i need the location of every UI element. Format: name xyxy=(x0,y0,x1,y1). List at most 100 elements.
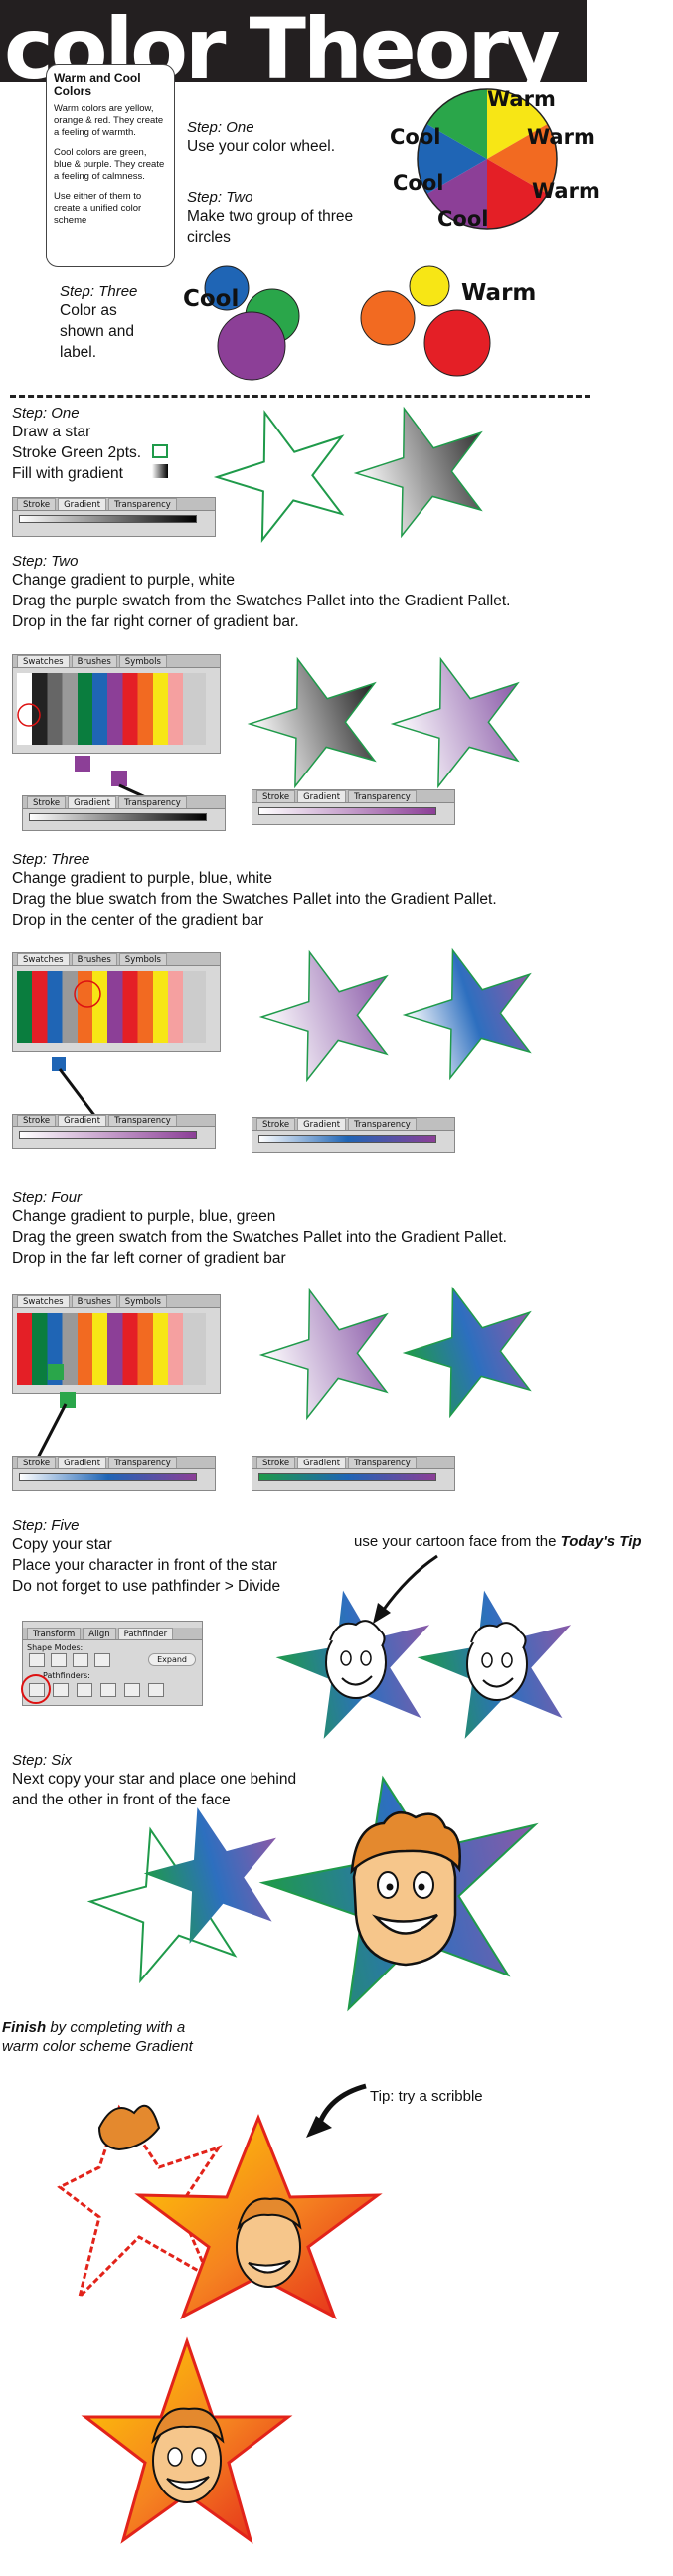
tab-swatches[interactable]: Swatches xyxy=(17,953,70,965)
step-line: label. xyxy=(60,344,97,361)
shape-modes-label: Shape Modes: xyxy=(27,1643,84,1652)
star-gradient-purple-white-2 xyxy=(258,949,389,1083)
gradient-bar[interactable] xyxy=(258,807,436,815)
step-label: Step: One xyxy=(187,119,254,136)
tab-symbols[interactable]: Symbols xyxy=(118,953,167,965)
gradient-bar[interactable] xyxy=(29,813,207,821)
tab-gradient[interactable]: Gradient xyxy=(58,1457,107,1468)
tab-pathfinder[interactable]: Pathfinder xyxy=(117,1628,174,1639)
crop-icon[interactable] xyxy=(100,1683,116,1697)
divide-icon[interactable] xyxy=(29,1683,45,1697)
tab-transparency[interactable]: Transparency xyxy=(348,790,417,802)
gradient-bar[interactable] xyxy=(19,1131,197,1139)
star-with-face-right xyxy=(417,1590,572,1739)
tab-brushes[interactable]: Brushes xyxy=(71,655,117,667)
star-step-six: Step: Six Next copy your star and place … xyxy=(12,1752,296,1810)
step-label: Step: Six xyxy=(12,1752,73,1769)
star-with-face-left xyxy=(275,1590,430,1739)
gradient-bar[interactable] xyxy=(19,515,197,523)
tab-gradient[interactable]: Gradient xyxy=(58,1115,107,1126)
tab-transform[interactable]: Transform xyxy=(27,1628,82,1639)
tab-brushes[interactable]: Brushes xyxy=(71,953,117,965)
gradient-bar[interactable] xyxy=(258,1135,436,1143)
tab-transparency[interactable]: Transparency xyxy=(108,1457,177,1468)
step-label: Step: Two xyxy=(187,189,253,206)
curved-arrow-icon xyxy=(373,1554,438,1624)
tab-transparency[interactable]: Transparency xyxy=(108,498,177,510)
star-step-five: Step: Five Copy your star Place your cha… xyxy=(12,1517,280,1597)
wheel-label-warm: Warm xyxy=(527,125,595,149)
tab-gradient[interactable]: Gradient xyxy=(297,790,347,802)
tab-stroke[interactable]: Stroke xyxy=(256,1457,296,1468)
tab-transparency[interactable]: Transparency xyxy=(348,1457,417,1468)
exclude-icon[interactable] xyxy=(94,1653,110,1667)
intro-step-two: Step: Two Make two group of three circle… xyxy=(187,189,353,248)
group-label-cool: Cool xyxy=(183,286,240,312)
tab-gradient[interactable]: Gradient xyxy=(68,796,117,808)
minus-front-icon[interactable] xyxy=(51,1653,67,1667)
step-line: Change gradient to purple, white xyxy=(12,572,236,589)
gradient-bar[interactable] xyxy=(19,1473,197,1481)
wheel-label-warm: Warm xyxy=(487,87,556,111)
star-gradient-purple-white-3 xyxy=(258,1288,389,1421)
step-line: Do not forget to use pathfinder > Divide xyxy=(12,1578,281,1595)
swatch-grid[interactable] xyxy=(17,971,206,1043)
info-use-text: Use either of them to create a unified c… xyxy=(54,191,142,226)
tab-gradient[interactable]: Gradient xyxy=(297,1118,347,1130)
step-label: Step: One xyxy=(12,405,80,422)
section-divider xyxy=(10,395,590,398)
gradient-bar[interactable] xyxy=(258,1473,436,1481)
star-step-two: Step: Two Change gradient to purple, whi… xyxy=(12,553,510,632)
star-gradient-purple-white xyxy=(390,656,520,789)
intro-step-one: Step: One Use your color wheel. xyxy=(187,119,335,157)
step-label: Step: Three xyxy=(12,851,90,868)
wheel-label-cool: Cool xyxy=(393,171,444,195)
step-label: Step: Two xyxy=(12,553,79,570)
tab-symbols[interactable]: Symbols xyxy=(118,1295,167,1307)
unite-icon[interactable] xyxy=(29,1653,45,1667)
tab-swatches[interactable]: Swatches xyxy=(17,655,70,667)
tab-stroke[interactable]: Stroke xyxy=(17,498,57,510)
step-line: Copy your star xyxy=(12,1536,112,1553)
expand-button[interactable]: Expand xyxy=(148,1653,196,1666)
step-label: Step: Three xyxy=(60,283,138,300)
tab-stroke[interactable]: Stroke xyxy=(256,1118,296,1130)
tab-gradient[interactable]: Gradient xyxy=(58,498,107,510)
finish-rest: by completing with a xyxy=(46,2019,186,2036)
warm-scribble-stars xyxy=(57,2104,383,2320)
tab-brushes[interactable]: Brushes xyxy=(71,1295,117,1307)
finish-line2: warm color scheme Gradient xyxy=(2,2038,193,2055)
tab-stroke[interactable]: Stroke xyxy=(256,790,296,802)
color-wheel xyxy=(417,88,558,230)
tab-stroke[interactable]: Stroke xyxy=(17,1457,57,1468)
swatch-grid[interactable] xyxy=(17,673,206,745)
step-line: shown and xyxy=(60,323,134,340)
divide-highlight-circle xyxy=(21,1674,51,1704)
tab-gradient[interactable]: Gradient xyxy=(297,1457,347,1468)
tab-transparency[interactable]: Transparency xyxy=(118,796,187,808)
tab-transparency[interactable]: Transparency xyxy=(108,1115,177,1126)
info-box: Warm and Cool Colors Warm colors are yel… xyxy=(46,64,175,267)
tab-align[interactable]: Align xyxy=(83,1628,116,1639)
trim-icon[interactable] xyxy=(53,1683,69,1697)
outline-icon[interactable] xyxy=(124,1683,140,1697)
tab-stroke[interactable]: Stroke xyxy=(17,1115,57,1126)
tab-transparency[interactable]: Transparency xyxy=(348,1118,417,1130)
step-line: Drag the blue swatch from the Swatches P… xyxy=(12,891,497,908)
step-label: Step: Five xyxy=(12,1517,80,1534)
intersect-icon[interactable] xyxy=(73,1653,88,1667)
star-gradient-bw xyxy=(353,406,483,539)
minus-back-icon[interactable] xyxy=(148,1683,164,1697)
info-cool-text: Cool colors are green, blue & purple. Th… xyxy=(54,147,165,182)
wheel-label-cool: Cool xyxy=(437,207,489,231)
tab-symbols[interactable]: Symbols xyxy=(118,655,167,667)
step-line: Drop in the far right corner of gradient… xyxy=(12,613,299,630)
merge-icon[interactable] xyxy=(77,1683,92,1697)
warm-star-final xyxy=(81,2336,293,2544)
tab-swatches[interactable]: Swatches xyxy=(17,1295,70,1307)
gradient-fill-swatch-icon xyxy=(152,464,168,478)
step-label: Step: Four xyxy=(12,1189,83,1206)
tab-stroke[interactable]: Stroke xyxy=(27,796,67,808)
